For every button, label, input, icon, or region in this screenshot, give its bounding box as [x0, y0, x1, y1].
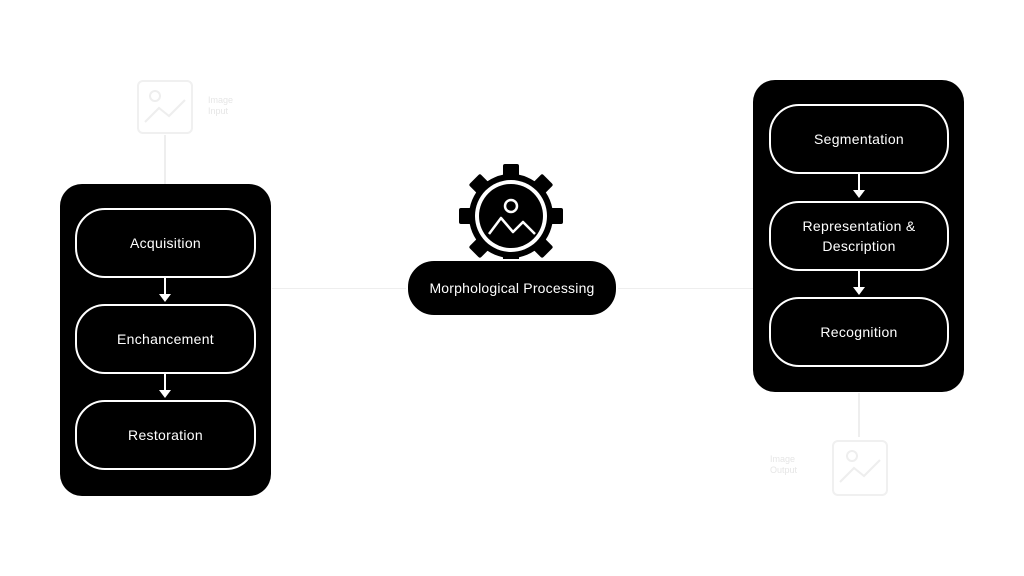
stage-recognition[interactable]: Recognition	[769, 297, 949, 367]
image-output-label-line2: Output	[770, 465, 798, 475]
arrow-enhancement-restoration	[159, 374, 171, 398]
input-connector	[164, 135, 166, 185]
stage-representation-label-line2: Description	[822, 238, 896, 254]
image-input-label-line2: Input	[208, 106, 229, 116]
stage-representation[interactable]: Representation & Description	[769, 201, 949, 271]
stage-restoration-label: Restoration	[128, 427, 203, 443]
image-input-label-line1: Image	[208, 95, 234, 105]
center-to-right-connector	[617, 288, 753, 289]
morphological-processing-box[interactable]: Morphological Processing	[406, 259, 618, 317]
gear-image-icon	[459, 164, 563, 268]
stage-acquisition-label: Acquisition	[129, 235, 201, 251]
arrow-representation-recognition	[853, 271, 865, 295]
output-connector	[858, 393, 860, 437]
image-icon	[839, 450, 881, 483]
image-output-icon	[832, 440, 888, 496]
image-input-label: Image Input	[208, 95, 233, 117]
image-icon	[144, 90, 186, 123]
morphological-processing-label: Morphological Processing	[429, 280, 595, 296]
stage-recognition-label: Recognition	[820, 324, 898, 340]
stage-segmentation-label: Segmentation	[814, 131, 904, 147]
stage-segmentation[interactable]: Segmentation	[769, 104, 949, 174]
stage-acquisition[interactable]: Acquisition	[75, 208, 256, 278]
image-output-label-line1: Image	[770, 454, 796, 464]
stage-representation-label-line1: Representation &	[802, 218, 916, 234]
arrow-acquisition-enhancement	[159, 278, 171, 302]
arrow-segmentation-representation	[853, 174, 865, 198]
stage-enhancement-label: Enchancement	[117, 331, 214, 347]
left-to-center-connector	[272, 288, 408, 289]
stage-enhancement[interactable]: Enchancement	[75, 304, 256, 374]
image-input-icon	[137, 80, 193, 134]
image-output-label: Image Output	[770, 454, 797, 476]
stage-restoration[interactable]: Restoration	[75, 400, 256, 470]
